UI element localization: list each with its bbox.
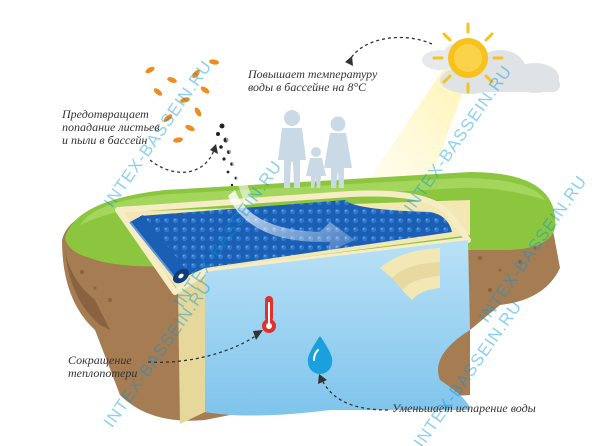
callout-line: Предотвращает (62, 107, 149, 121)
callout-line: и пыли в бассейн (62, 133, 148, 147)
arrow-head (345, 56, 353, 66)
sun-icon (432, 22, 504, 94)
thermometer-icon (262, 296, 276, 333)
callout-line: теплопотери (68, 366, 138, 380)
arrow-head (318, 374, 327, 384)
callout-line: попадание листьев (62, 120, 160, 134)
callout-temperature: Повышает температуру воды в бассейне на … (248, 68, 377, 94)
callout-heat-loss: Сокращение теплопотери (68, 354, 137, 380)
arrow-head (210, 144, 218, 154)
arrow-head (253, 330, 263, 340)
solar-cover-roll-icon (129, 215, 189, 284)
arrow-sun-to-text (349, 36, 433, 61)
soil-texture (80, 246, 537, 302)
ground-soil-dark (65, 250, 110, 330)
arrow-heat-loss (147, 333, 259, 363)
callout-line: Уменьшает испарение воды (392, 401, 536, 415)
callout-evaporation: Уменьшает испарение воды (392, 402, 536, 415)
pool-wall-left (178, 270, 205, 424)
arrow-leaves (149, 149, 215, 173)
callout-line: Сокращение (68, 353, 132, 367)
sun-beam (352, 62, 470, 210)
leaves-icon (145, 59, 219, 143)
airflow-arrow (228, 190, 355, 252)
pool-steps (380, 248, 440, 300)
callout-line: воды в бассейне на 8°С (248, 80, 367, 94)
callout-leaves: Предотвращает попадание листьев и пыли в… (62, 108, 160, 147)
dust-trail (224, 128, 255, 205)
water-drop-icon (307, 336, 333, 374)
callout-line: Повышает температуру (248, 67, 378, 81)
family-silhouette-icon (278, 110, 352, 188)
